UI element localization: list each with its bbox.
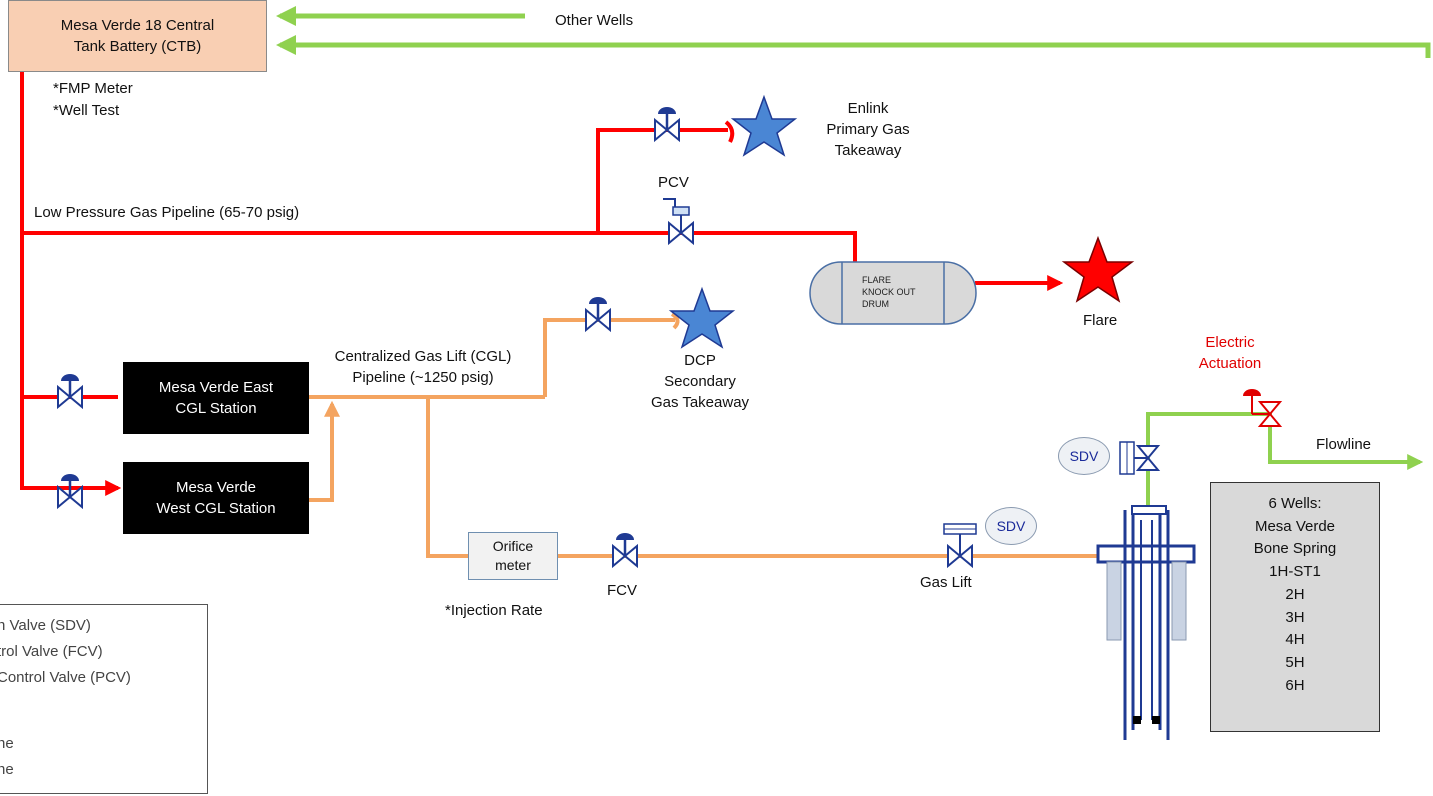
cgl-line2: Pipeline (~1250 psig) [352,369,494,386]
dcp-line2: Secondary [664,373,736,390]
wells-line2: Bone Spring [1253,540,1337,558]
valve-dcp[interactable] [585,297,611,333]
dcp-line1: DCP [684,352,716,369]
wells-line1: Mesa Verde [1254,517,1336,535]
wells-title: 6 Wells: [1268,495,1322,512]
pcv-label: PCV [658,174,689,191]
electric-actuation-line1: Electric [1205,334,1255,351]
well-item: 6H [1285,676,1305,694]
electric-actuation-label: Electric Actuation [1160,332,1300,374]
orifice-meter: Orifice meter [468,532,558,580]
dcp-takeaway-star [668,286,736,349]
valve-enlink[interactable] [654,107,680,143]
ctb-line1: Mesa Verde 18 Central [60,17,215,34]
well-item: 2H [1285,585,1305,603]
flare-label: Flare [1083,312,1118,329]
other-wells-label: Other Wells [555,12,634,29]
cgl-line [309,312,1100,558]
east-station-line1: Mesa Verde East [158,379,274,396]
legend-item-sdv: n Valve (SDV) [0,617,91,634]
gas-lift-label: Gas Lift [920,574,972,591]
gas-lift-sdv-valve[interactable] [943,523,977,569]
flare-drum-line2: KNOCK OUT [862,287,916,297]
well-item: 4H [1285,631,1305,649]
legend-item-line-2: ne [0,761,14,778]
sdv-gas-lift-badge: SDV [985,507,1037,545]
well-item: 5H [1285,653,1305,671]
cgl-line1: Centralized Gas Lift (CGL) [334,348,512,365]
dcp-line3: Gas Takeaway [650,394,750,411]
cgl-pipeline-label: Centralized Gas Lift (CGL) Pipeline (~12… [308,346,538,388]
well-return-line [276,35,1431,58]
pcv-valve[interactable] [663,198,694,246]
enlink-line2: Primary Gas [826,121,910,138]
valve-west-station[interactable] [57,474,83,510]
orifice-line1: Orifice [492,538,534,554]
west-station-line2: West CGL Station [156,500,276,517]
central-tank-battery: Mesa Verde 18 Central Tank Battery (CTB) [8,0,267,72]
injection-rate-label: *Injection Rate [445,602,543,619]
wellhead-sdv-valve[interactable] [1119,441,1161,475]
ctb-note-well-test: *Well Test [53,102,120,119]
dcp-label: DCP Secondary Gas Takeaway [630,350,770,413]
valve-east-station[interactable] [57,374,83,410]
west-cgl-station: Mesa Verde West CGL Station [123,462,309,534]
east-cgl-station: Mesa Verde East CGL Station [123,362,309,434]
flare-star [1061,235,1135,303]
east-station-line2: CGL Station [175,400,257,417]
flare-drum-line3: DRUM [862,299,889,309]
low-pressure-pipeline-label: Low Pressure Gas Pipeline (65-70 psig) [34,204,300,221]
enlink-line3: Takeaway [834,142,902,159]
flare-knock-out-drum [809,261,977,325]
legend-item-pcv: Control Valve (PCV) [0,669,131,686]
ctb-note-fmp: *FMP Meter [53,80,133,97]
ctb-line2: Tank Battery (CTB) [73,38,202,55]
enlink-takeaway-star [730,94,798,157]
flare-drum-line1: FLARE [862,275,892,285]
fcv-valve[interactable] [612,533,638,569]
wellhead [1096,505,1196,740]
enlink-line1: Enlink [847,100,889,117]
enlink-label: Enlink Primary Gas Takeaway [808,98,928,161]
flowline-label: Flowline [1316,436,1372,453]
legend-item-fcv: trol Valve (FCV) [0,643,103,660]
fcv-label: FCV [607,582,637,599]
west-station-line1: Mesa Verde [175,479,257,496]
legend: n Valve (SDV) trol Valve (FCV) Control V… [0,604,208,794]
flare-drum-label: FLARE KNOCK OUT DRUM [862,274,916,310]
orifice-line2: meter [495,557,531,573]
well-item: 3H [1285,608,1305,626]
electric-actuation-valve[interactable] [1243,389,1283,427]
well-item: 1H-ST1 [1269,563,1321,581]
sdv-top-badge: SDV [1058,437,1110,475]
wells-list: 6 Wells: Mesa Verde Bone Spring 1H-ST1 2… [1210,482,1380,732]
electric-actuation-line2: Actuation [1198,355,1262,372]
legend-item-line-1: ne [0,735,14,752]
